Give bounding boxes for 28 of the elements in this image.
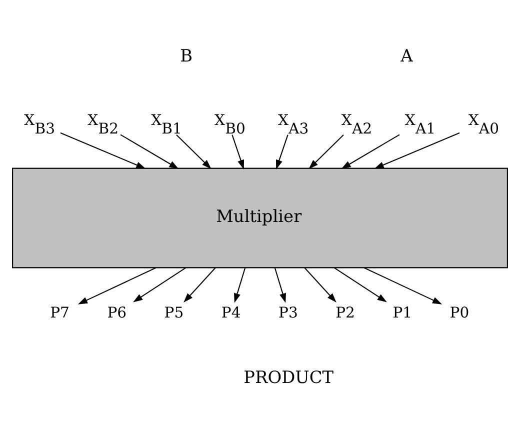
arrow (78, 266, 156, 304)
arrow (334, 266, 387, 302)
arrow (234, 267, 246, 302)
arrow (60, 132, 146, 168)
node-box: Multiplier (12, 167, 508, 268)
label: PRODUCT (244, 366, 334, 386)
node-text: P3 (278, 304, 298, 322)
arrow (184, 266, 216, 302)
node-text: P4 (221, 304, 241, 322)
node-text: P1 (392, 304, 412, 322)
arrow (341, 134, 400, 168)
node-text: P0 (450, 304, 470, 322)
node-text: P2 (336, 304, 355, 322)
label: A (400, 44, 413, 65)
arrow (274, 267, 286, 302)
arrow (276, 134, 288, 169)
node-text: P7 (50, 304, 70, 322)
arrow (120, 134, 179, 168)
arrow (304, 266, 336, 302)
arrow (308, 134, 344, 169)
node-text: P6 (107, 304, 127, 322)
node-text: P5 (164, 304, 184, 322)
arrow (133, 266, 186, 302)
label: B (180, 44, 193, 65)
arrow (364, 266, 442, 304)
arrow (176, 134, 212, 169)
arrow (232, 134, 244, 169)
arrow (374, 132, 460, 168)
